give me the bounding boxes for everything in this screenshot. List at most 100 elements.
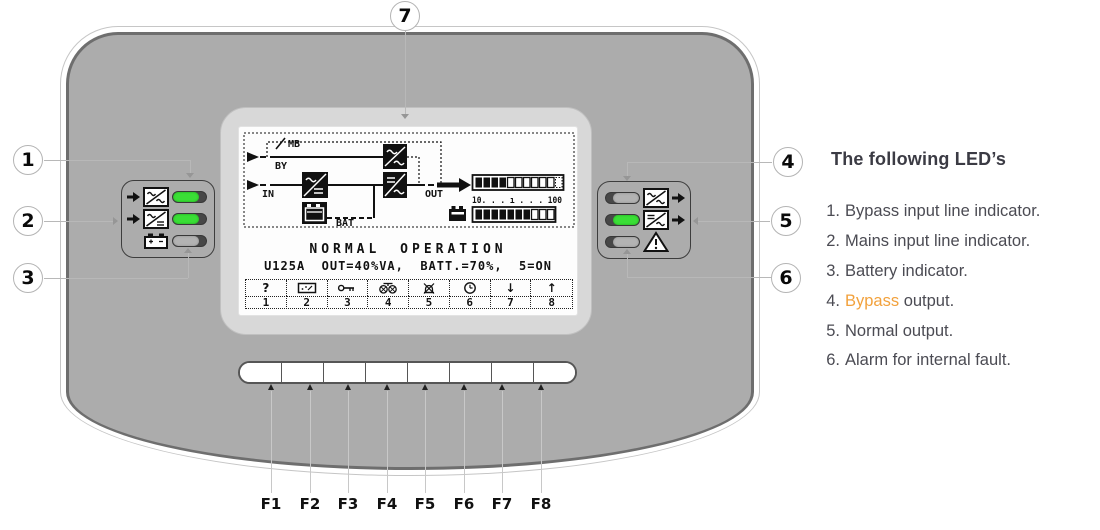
- bypass-input-icon: [143, 187, 169, 207]
- key-label-f2: F2: [299, 495, 321, 513]
- alarm-mute-icon: [409, 280, 450, 296]
- manual-bypass-dotted-line: [266, 141, 442, 184]
- led-row-bypass-output: [598, 188, 690, 209]
- lcd-measurements-text: U125A OUT=40%VA, BATT.=70%, 5=ON: [264, 259, 552, 273]
- battery-block: [302, 202, 327, 224]
- leader-line-3: [188, 253, 189, 278]
- leader-line-3: [44, 278, 188, 279]
- legend-item-4: 4.Bypass output.: [826, 291, 955, 310]
- led-block-left: [121, 180, 215, 258]
- right-arrowhead: [113, 217, 118, 225]
- fn-number: 3: [327, 296, 369, 309]
- clock-icon: [450, 280, 491, 296]
- input-arrow-icon: [127, 192, 140, 202]
- led-mains-input: [172, 213, 207, 225]
- up-arrowhead: [422, 384, 428, 390]
- battery-icon: [144, 233, 168, 249]
- callout-2: 2: [13, 206, 43, 236]
- f7-leader-line: [502, 391, 503, 493]
- down-arrowhead: [401, 114, 409, 119]
- led-row-bypass-input: [122, 187, 214, 208]
- lcd-screen: MB BY IN: [238, 126, 578, 316]
- key-f2[interactable]: [282, 363, 324, 382]
- up-arrowhead: [461, 384, 467, 390]
- static-switch-block: [383, 144, 407, 169]
- key-label-f4: F4: [376, 495, 398, 513]
- bypass-input-arrow: [247, 152, 259, 162]
- key-f1[interactable]: [240, 363, 282, 382]
- mb-switch-symbol: [275, 137, 286, 150]
- key-f7[interactable]: [492, 363, 534, 382]
- legend-title: The following LED’s: [831, 149, 1007, 169]
- key-label-f8: F8: [530, 495, 552, 513]
- up-arrowhead: [499, 384, 505, 390]
- led-legend-list: 1.Bypass input line indicator. 2.Mains i…: [818, 197, 1093, 376]
- fn-number: 4: [368, 296, 409, 309]
- warning-triangle-icon: [643, 231, 669, 252]
- key-f3[interactable]: [324, 363, 366, 382]
- led-block-right: [597, 181, 691, 259]
- key-label-f3: F3: [337, 495, 359, 513]
- f1-leader-line: [271, 391, 272, 493]
- key-f8[interactable]: [534, 363, 575, 382]
- led-bypass-output: [605, 192, 640, 204]
- key-label-f6: F6: [453, 495, 475, 513]
- up-arrowhead: [268, 384, 274, 390]
- leader-line-4: [627, 162, 628, 177]
- help-icon: ?: [246, 280, 287, 296]
- leader-line-1: [44, 160, 190, 161]
- mimic-display-icon: [287, 280, 328, 296]
- key-f5[interactable]: [408, 363, 450, 382]
- fn-number: 6: [449, 296, 491, 309]
- f5-leader-line: [425, 391, 426, 493]
- battery-level-bargraph: [471, 206, 557, 223]
- f3-leader-line: [348, 391, 349, 493]
- legend-item-3: 3.Battery indicator.: [826, 261, 968, 280]
- bypass-output-icon: [643, 188, 669, 208]
- leader-line-1: [190, 160, 191, 174]
- key-icon: [328, 280, 369, 296]
- mb-label: MB: [288, 139, 300, 150]
- mains-input-icon: [143, 209, 169, 229]
- leader-line-5: [698, 221, 770, 222]
- inverter-output-icon: [643, 210, 669, 230]
- load-scale-label: 10. . . ı . . . 100: [472, 196, 562, 206]
- up-arrowhead: [384, 384, 390, 390]
- power-flow-mimic-diagram: MB BY IN: [243, 132, 575, 228]
- rectifier-block: [302, 172, 328, 198]
- callout-7: 7: [390, 1, 420, 31]
- inverter-block: [383, 172, 407, 198]
- output-arrow-icon: [672, 215, 685, 225]
- leader-line-4: [627, 162, 772, 163]
- static-switch-output-dotted-line: [407, 156, 420, 184]
- callout-1: 1: [13, 145, 43, 175]
- output-arrow: [437, 178, 471, 192]
- led-alarm: [605, 236, 640, 248]
- up-arrowhead: [307, 384, 313, 390]
- f2-leader-line: [310, 391, 311, 493]
- output-load-bargraph: [471, 174, 565, 191]
- up-arrowhead: [623, 249, 631, 254]
- key-f4[interactable]: [366, 363, 408, 382]
- fn-number: 1: [246, 296, 287, 309]
- led-row-alarm: [598, 231, 690, 253]
- callout-6: 6: [771, 263, 801, 293]
- out-label: OUT: [425, 189, 443, 200]
- key-label-f1: F1: [260, 495, 282, 513]
- fn-number: 7: [490, 296, 532, 309]
- leader-line-6: [627, 277, 771, 278]
- leader-line-2: [44, 221, 114, 222]
- input-arrow-icon: [127, 214, 140, 224]
- leader-line-6: [627, 254, 628, 277]
- up-arrowhead: [538, 384, 544, 390]
- f8-leader-line: [541, 391, 542, 493]
- legend-item-2: 2.Mains input line indicator.: [826, 232, 1031, 251]
- key-f6[interactable]: [450, 363, 492, 382]
- callout-5: 5: [771, 206, 801, 236]
- lcd-status-text: NORMAL OPERATION: [309, 242, 507, 257]
- bat-label: BAT: [336, 218, 354, 228]
- led-battery: [172, 235, 207, 247]
- led-row-mains-input: [122, 209, 214, 230]
- led-inverter-output: [605, 214, 640, 226]
